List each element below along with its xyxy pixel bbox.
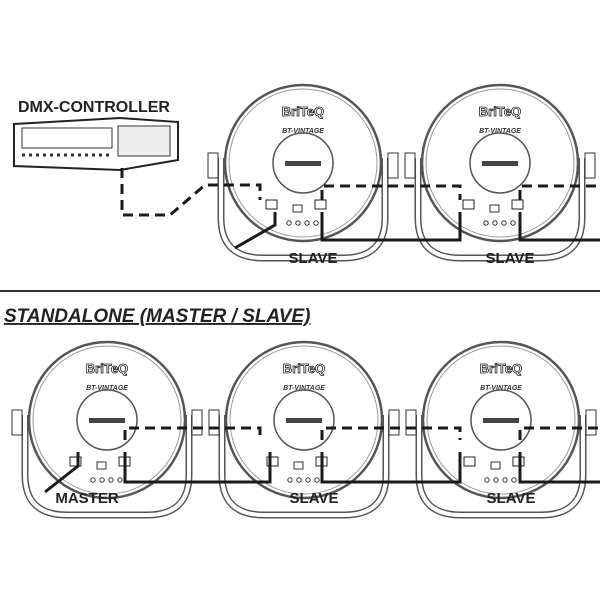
control-button (484, 477, 490, 483)
control-button (483, 220, 489, 226)
yoke-knob-right (585, 409, 597, 436)
control-button (117, 477, 123, 483)
control-button (492, 220, 498, 226)
fixture-role-label: SLAVE (289, 250, 338, 267)
display-small (292, 204, 303, 213)
model-name: BT-VINTAGE (283, 385, 325, 392)
power-out (518, 212, 600, 242)
brand-logo: BriTeQ (86, 361, 128, 376)
dmx-controller (13, 116, 179, 172)
fixture-top-0: BriTeQ BT-VINTAGE (207, 83, 399, 262)
master-power-cable (44, 452, 80, 494)
control-button (286, 220, 292, 226)
controller-label: DMX-CONTROLLER (18, 99, 170, 116)
display-small (489, 204, 500, 213)
display (482, 161, 518, 166)
fixture-bottom-1: BriTeQ BT-VINTAGE (208, 340, 400, 519)
brand-logo: BriTeQ (283, 361, 325, 376)
display (483, 418, 519, 423)
power-link (320, 212, 462, 242)
display-small (293, 461, 304, 470)
yoke-knob-right (584, 152, 596, 179)
dmx-cable-link (320, 184, 462, 200)
yoke-knob-left (404, 152, 416, 179)
control-button (493, 477, 499, 483)
dmx-cable-controller (120, 168, 262, 217)
fixture-top-1: BriTeQ BT-VINTAGE (404, 83, 596, 262)
dmx-in-port (265, 199, 278, 210)
fixture-role-label: SLAVE (290, 490, 339, 507)
control-button (287, 477, 293, 483)
fixture-role-label: MASTER (55, 490, 119, 507)
dmx-in-port (463, 456, 476, 467)
display (89, 418, 125, 423)
fixture-bottom-0: BriTeQ BT-VINTAGE (11, 340, 203, 519)
display (285, 161, 321, 166)
display-small (490, 461, 501, 470)
display-small (96, 461, 107, 470)
control-button (90, 477, 96, 483)
model-name: BT-VINTAGE (480, 385, 522, 392)
brand-logo: BriTeQ (480, 361, 522, 376)
fixture-bottom-2: BriTeQ BT-VINTAGE (405, 340, 597, 519)
yoke-knob-right (388, 409, 400, 436)
control-button (304, 220, 310, 226)
model-name: BT-VINTAGE (282, 128, 324, 135)
control-button (99, 477, 105, 483)
brand-logo: BriTeQ (479, 104, 521, 119)
brand-logo: BriTeQ (282, 104, 324, 119)
control-button (108, 477, 114, 483)
dmx-out-port (314, 199, 327, 210)
control-button (501, 220, 507, 226)
display (286, 418, 322, 423)
model-name: BT-VINTAGE (86, 385, 128, 392)
control-button (295, 220, 301, 226)
dmx-in-port (462, 199, 475, 210)
yoke-knob-left (208, 409, 220, 436)
model-name: BT-VINTAGE (479, 128, 521, 135)
control-button (313, 220, 319, 226)
section-title: STANDALONE (MASTER / SLAVE) (4, 306, 310, 327)
power-cable (234, 212, 277, 250)
dmx-link-cables (123, 426, 600, 440)
yoke-knob-right (387, 152, 399, 179)
dmx-in-port (69, 456, 82, 467)
yoke-knob-left (11, 409, 23, 436)
dmx-cable-out (518, 184, 600, 200)
dmx-out-port (511, 199, 524, 210)
yoke-knob-left (405, 409, 417, 436)
control-button (502, 477, 508, 483)
control-button (314, 477, 320, 483)
fixture-role-label: SLAVE (486, 250, 535, 267)
control-button (511, 477, 517, 483)
fixture-role-label: SLAVE (487, 490, 536, 507)
dmx-in-port (266, 456, 279, 467)
control-button (305, 477, 311, 483)
control-button (510, 220, 516, 226)
control-button (296, 477, 302, 483)
yoke-knob-right (191, 409, 203, 436)
yoke-knob-left (207, 152, 219, 179)
power-link-cables (123, 452, 600, 484)
